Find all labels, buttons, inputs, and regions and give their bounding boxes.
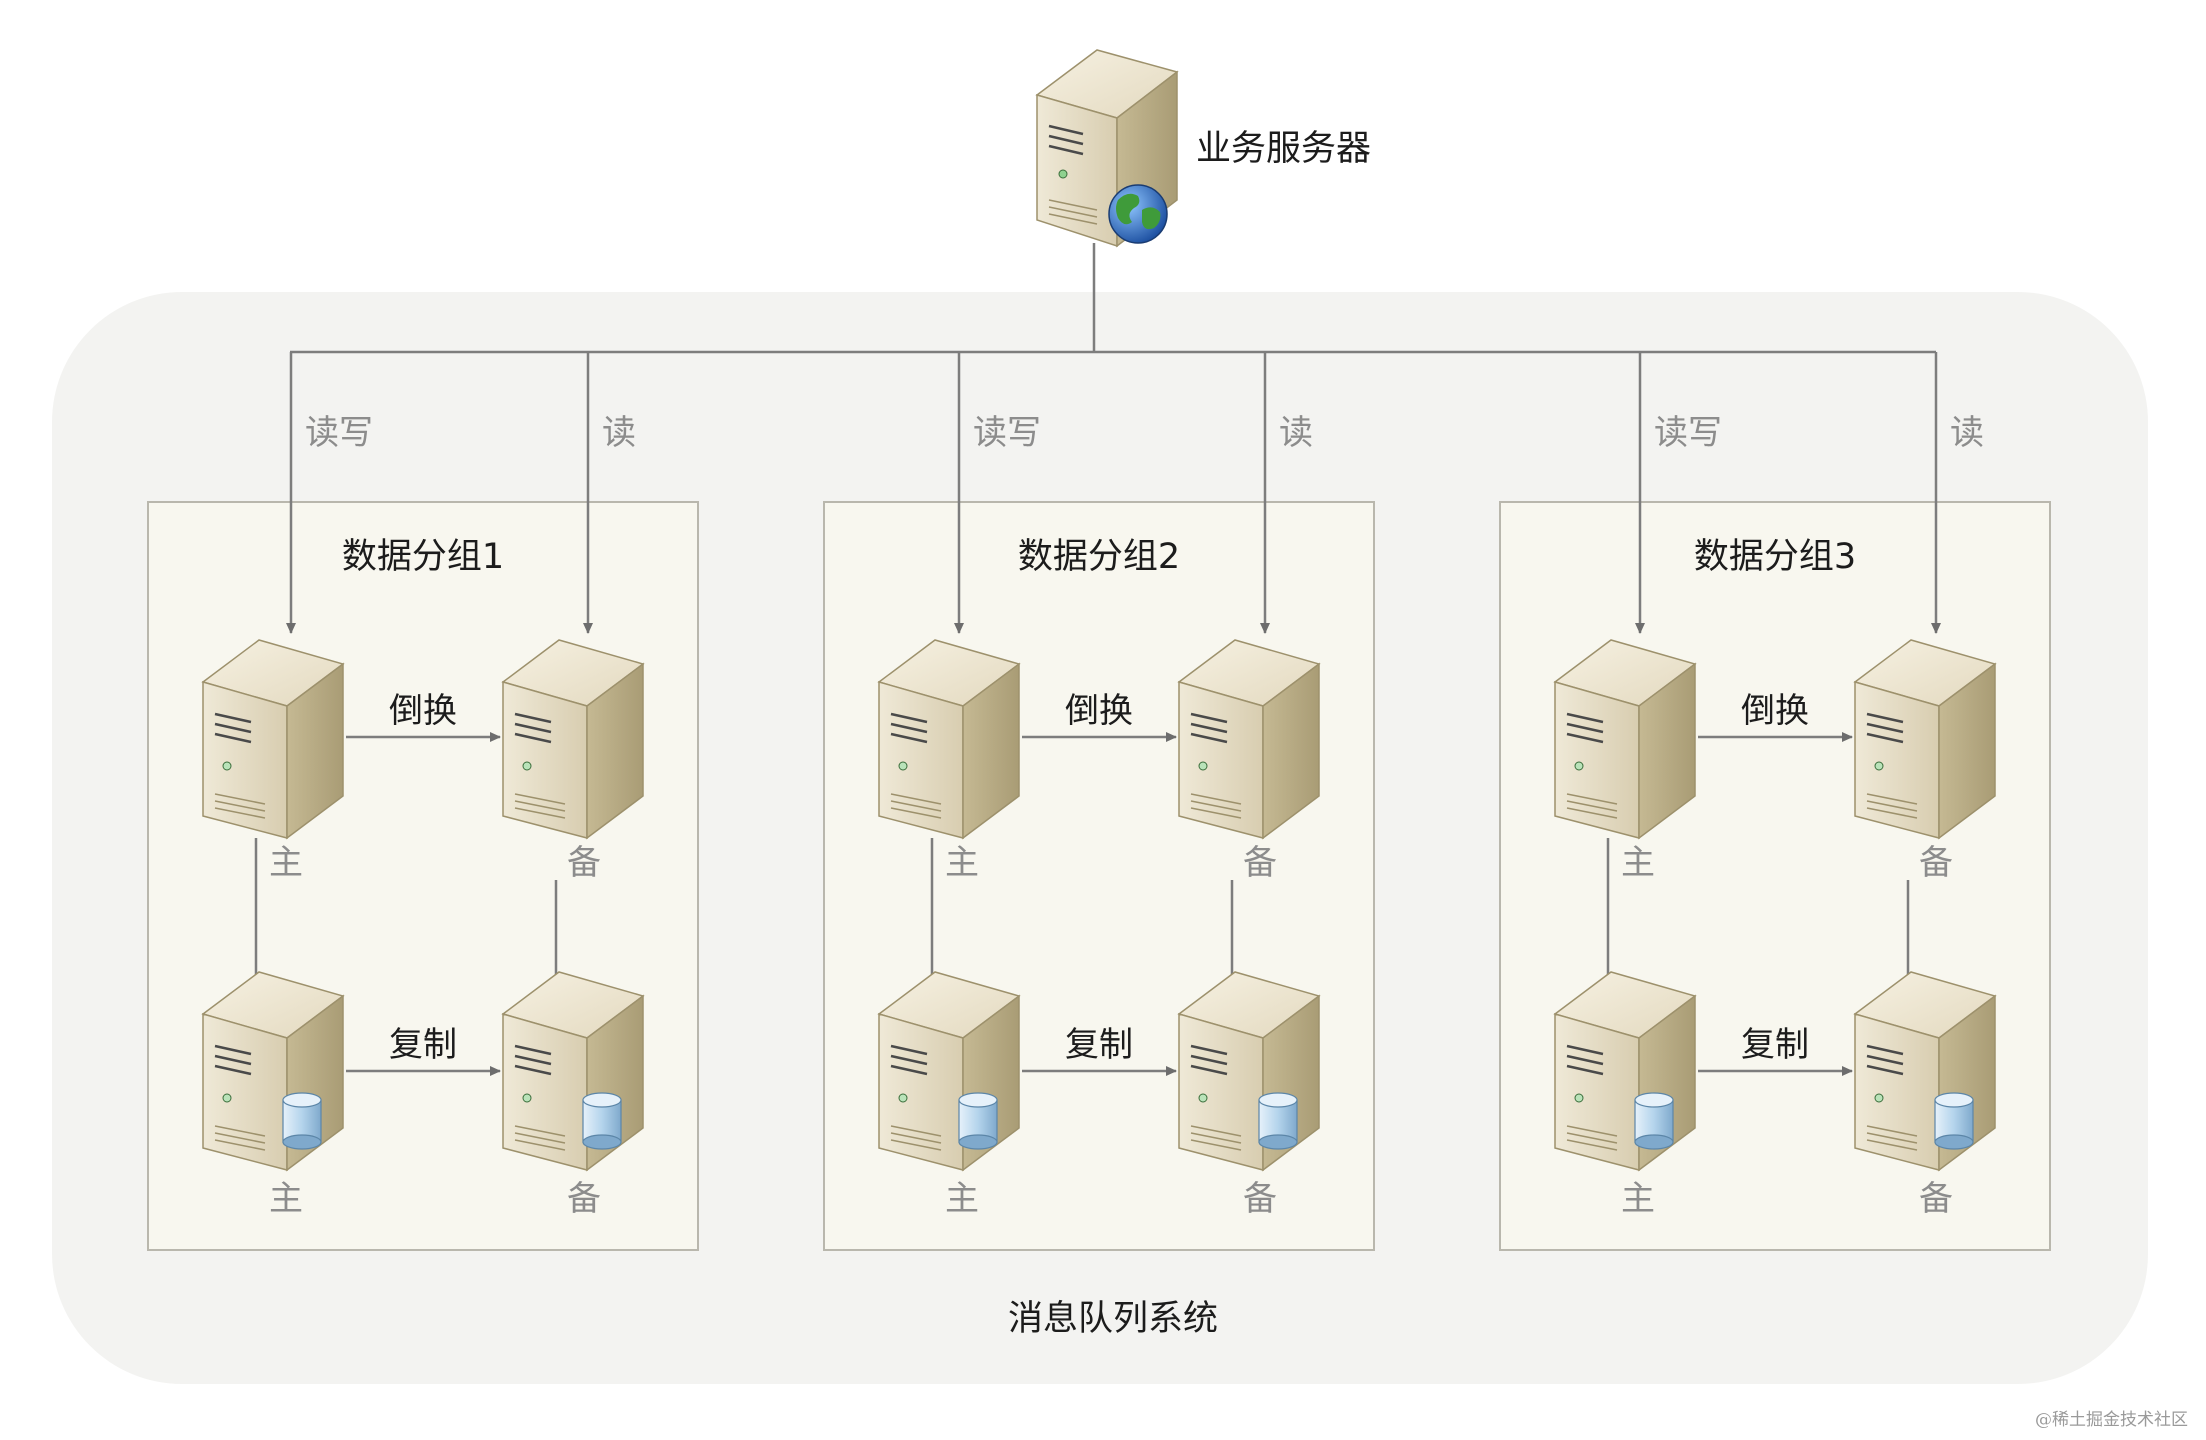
group-2-primary-storage-server-icon	[877, 971, 1021, 1172]
group-3-bottom-primary-label: 主	[1621, 1179, 1655, 1219]
group-3-read-label: 读	[1950, 413, 1984, 453]
group-2-bottom-standby-label: 备	[1243, 1179, 1277, 1219]
watermark: @稀土掘金技术社区	[2035, 1410, 2188, 1430]
database-icon	[582, 1092, 622, 1150]
group-1-failover-label: 倒换	[389, 691, 457, 731]
group-2-standby-storage-server-icon	[1177, 971, 1321, 1172]
group-1-replicate-label: 复制	[389, 1025, 457, 1065]
group-3-replicate-label: 复制	[1741, 1025, 1809, 1065]
group-3-failover-label: 倒换	[1741, 691, 1809, 731]
group-3-standby-storage-server-icon	[1853, 971, 1997, 1172]
group-1-top-standby-label: 备	[567, 843, 601, 883]
message-queue-system-label: 消息队列系统	[1008, 1299, 1218, 1339]
group-3-primary-storage-server-icon	[1553, 971, 1697, 1172]
group-1-bottom-standby-label: 备	[567, 1179, 601, 1219]
group-3-top-primary-label: 主	[1621, 843, 1655, 883]
group-1-title: 数据分组1	[342, 537, 504, 577]
server-icons-layer	[201, 639, 1997, 1172]
group-3-standby-server-icon	[1853, 639, 1997, 840]
group-2-standby-server-icon	[1177, 639, 1321, 840]
read-write-arrows	[286, 352, 1941, 634]
group-1-read-write-label: 读写	[305, 413, 373, 453]
business-server-label: 业务服务器	[1196, 129, 1371, 169]
group-internal-arrows	[251, 732, 1913, 1076]
group-1-read-label: 读	[602, 413, 636, 453]
group-1-top-primary-label: 主	[269, 843, 303, 883]
group-2-read-label: 读	[1279, 413, 1313, 453]
group-2-title: 数据分组2	[1018, 537, 1180, 577]
group-1-bottom-primary-label: 主	[269, 1179, 303, 1219]
group-2-replicate-label: 复制	[1065, 1025, 1133, 1065]
group-3-bottom-standby-label: 备	[1919, 1179, 1953, 1219]
database-icon	[958, 1092, 998, 1150]
group-3-primary-server-icon	[1553, 639, 1697, 840]
database-icon	[282, 1092, 322, 1150]
group-3-top-standby-label: 备	[1919, 843, 1953, 883]
database-icon	[1634, 1092, 1674, 1150]
database-icon	[1934, 1092, 1974, 1150]
group-1-primary-storage-server-icon	[201, 971, 345, 1172]
database-icon	[1258, 1092, 1298, 1150]
group-2-top-standby-label: 备	[1243, 843, 1277, 883]
group-1-standby-storage-server-icon	[501, 971, 645, 1172]
group-3-title: 数据分组3	[1694, 537, 1856, 577]
group-1-standby-server-icon	[501, 639, 645, 840]
group-1-primary-server-icon	[201, 639, 345, 840]
group-2-primary-server-icon	[877, 639, 1021, 840]
globe-icon	[1108, 184, 1168, 244]
group-2-bottom-primary-label: 主	[945, 1179, 979, 1219]
group-2-read-write-label: 读写	[973, 413, 1041, 453]
group-2-failover-label: 倒换	[1065, 691, 1133, 731]
connector-bus	[290, 243, 1936, 354]
group-3-read-write-label: 读写	[1654, 413, 1722, 453]
group-2-top-primary-label: 主	[945, 843, 979, 883]
